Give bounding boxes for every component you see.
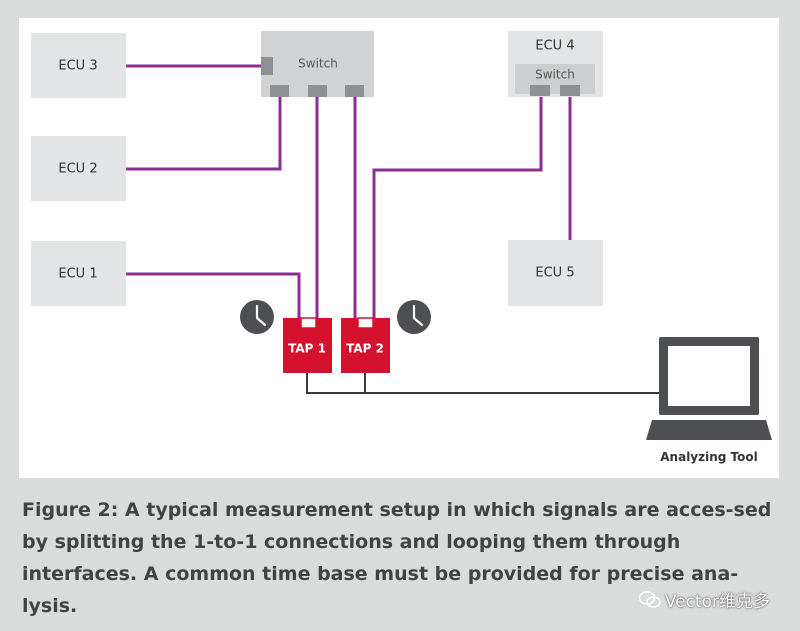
link-ecu2-switch bbox=[126, 96, 282, 171]
clock-icon bbox=[397, 300, 431, 334]
ecu2-box: ECU 2 bbox=[31, 136, 126, 201]
watermark-text: Vector维克多 bbox=[664, 592, 770, 612]
ecu2-label: ECU 2 bbox=[58, 162, 97, 177]
switch-box: Switch bbox=[261, 31, 374, 97]
link-ecu1-tap1 bbox=[126, 272, 301, 321]
diagram-panel bbox=[19, 18, 779, 478]
switch-port-left bbox=[261, 57, 273, 75]
link-tap2-ecu4 bbox=[372, 96, 543, 321]
watermark: Vector维克多 bbox=[638, 587, 770, 612]
wechat-icon bbox=[638, 590, 661, 608]
analyzing-tool-label: Analyzing Tool bbox=[660, 450, 757, 464]
ecu4-box: ECU 4 Switch bbox=[508, 31, 603, 97]
switch-port-bottom-3 bbox=[345, 85, 364, 97]
laptop-icon bbox=[646, 337, 772, 440]
link-tap1-tool bbox=[306, 373, 660, 394]
ecu4-port-1 bbox=[530, 85, 550, 96]
tap2-label: TAP 2 bbox=[346, 342, 384, 356]
ecu5-box: ECU 5 bbox=[508, 240, 603, 306]
tap1: TAP 1 bbox=[283, 317, 332, 373]
ecu3-label: ECU 3 bbox=[58, 59, 97, 74]
tap1-port bbox=[300, 317, 317, 329]
figure-caption: Figure 2: A typical measurement setup in… bbox=[22, 499, 772, 617]
ecu4-label: ECU 4 bbox=[535, 39, 574, 54]
tap1-label: TAP 1 bbox=[288, 342, 326, 356]
ecu1-box: ECU 1 bbox=[31, 241, 126, 306]
switch-port-bottom-2 bbox=[308, 85, 327, 97]
tap2: TAP 2 bbox=[341, 317, 390, 373]
ecu4-port-2 bbox=[560, 85, 580, 96]
ecu4-switch bbox=[515, 64, 595, 94]
switch-port-bottom-1 bbox=[270, 85, 289, 97]
ecu4-switch-label: Switch bbox=[535, 68, 575, 82]
ecu1-label: ECU 1 bbox=[58, 267, 97, 282]
ecu3-box: ECU 3 bbox=[31, 33, 126, 98]
ecu5-label: ECU 5 bbox=[535, 266, 574, 281]
switch-label: Switch bbox=[298, 57, 338, 71]
tap2-port bbox=[357, 317, 374, 329]
clock-icon bbox=[240, 300, 274, 334]
